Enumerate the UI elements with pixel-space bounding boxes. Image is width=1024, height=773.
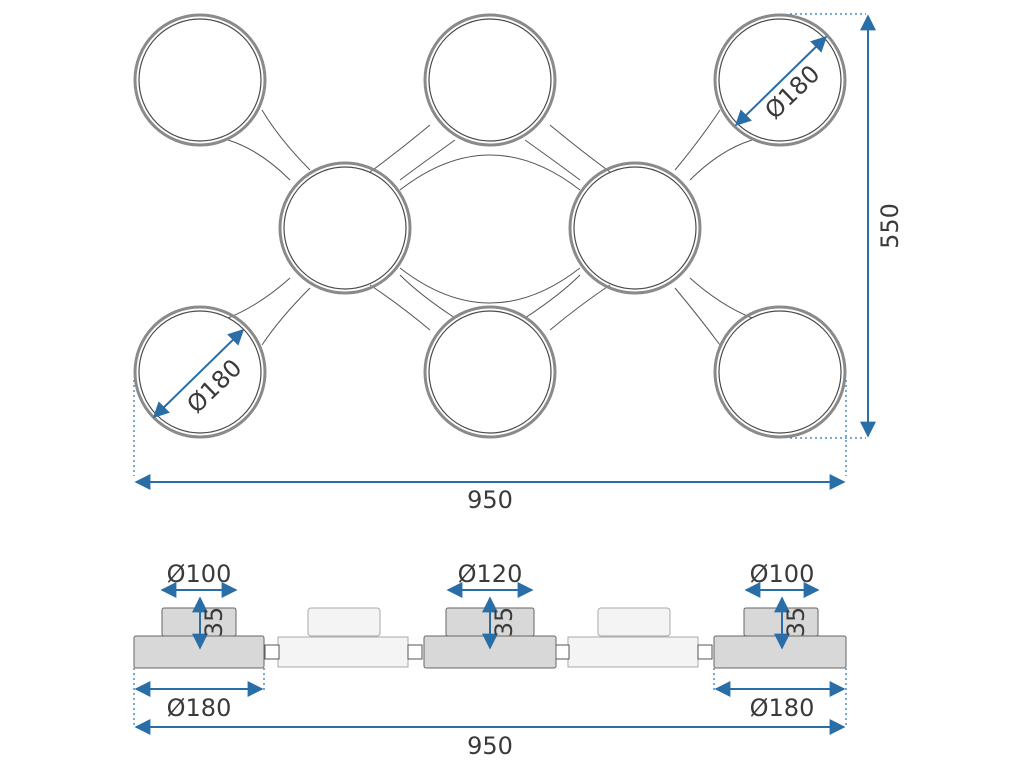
side-total-width-label: 950 [467,732,513,760]
ring-top-right [713,13,847,147]
ring-bottom-right [713,305,847,439]
connector-body-right [567,636,699,668]
ring-top-center [423,13,557,147]
dim-line-diameter-bottom-left [152,328,245,419]
right-top-diameter-label: Ø100 [750,560,815,588]
ring-top-left [133,13,267,147]
center-top-height-label: 35 [490,607,518,638]
ring-center-right [568,161,702,295]
connector-body-left [277,636,409,668]
knob-4 [697,644,713,660]
left-bottom-diameter-label: Ø180 [167,694,232,722]
knob-1 [264,644,280,660]
side-view: Ø100 Ø120 Ø100 35 35 35 Ø180 Ø180 950 [133,560,847,760]
left-top-diameter-label: Ø100 [167,560,232,588]
knob-2 [407,644,423,660]
width-label: 950 [467,486,513,514]
top-view: Ø180 Ø180 550 950 [133,13,904,514]
connector-cap-left [307,607,381,637]
connecting-arms [227,109,753,346]
base-right [713,635,847,669]
left-top-height-label: 35 [200,607,228,638]
dim-line-diameter-top-right [734,35,828,127]
center-top-diameter-label: Ø120 [458,560,523,588]
knob-3 [554,644,570,660]
right-top-height-label: 35 [782,607,810,638]
connector-cap-right [597,607,671,637]
ring-bottom-center [423,305,557,439]
height-label: 550 [876,203,904,249]
ring-center-left [278,161,412,295]
right-bottom-diameter-label: Ø180 [750,694,815,722]
